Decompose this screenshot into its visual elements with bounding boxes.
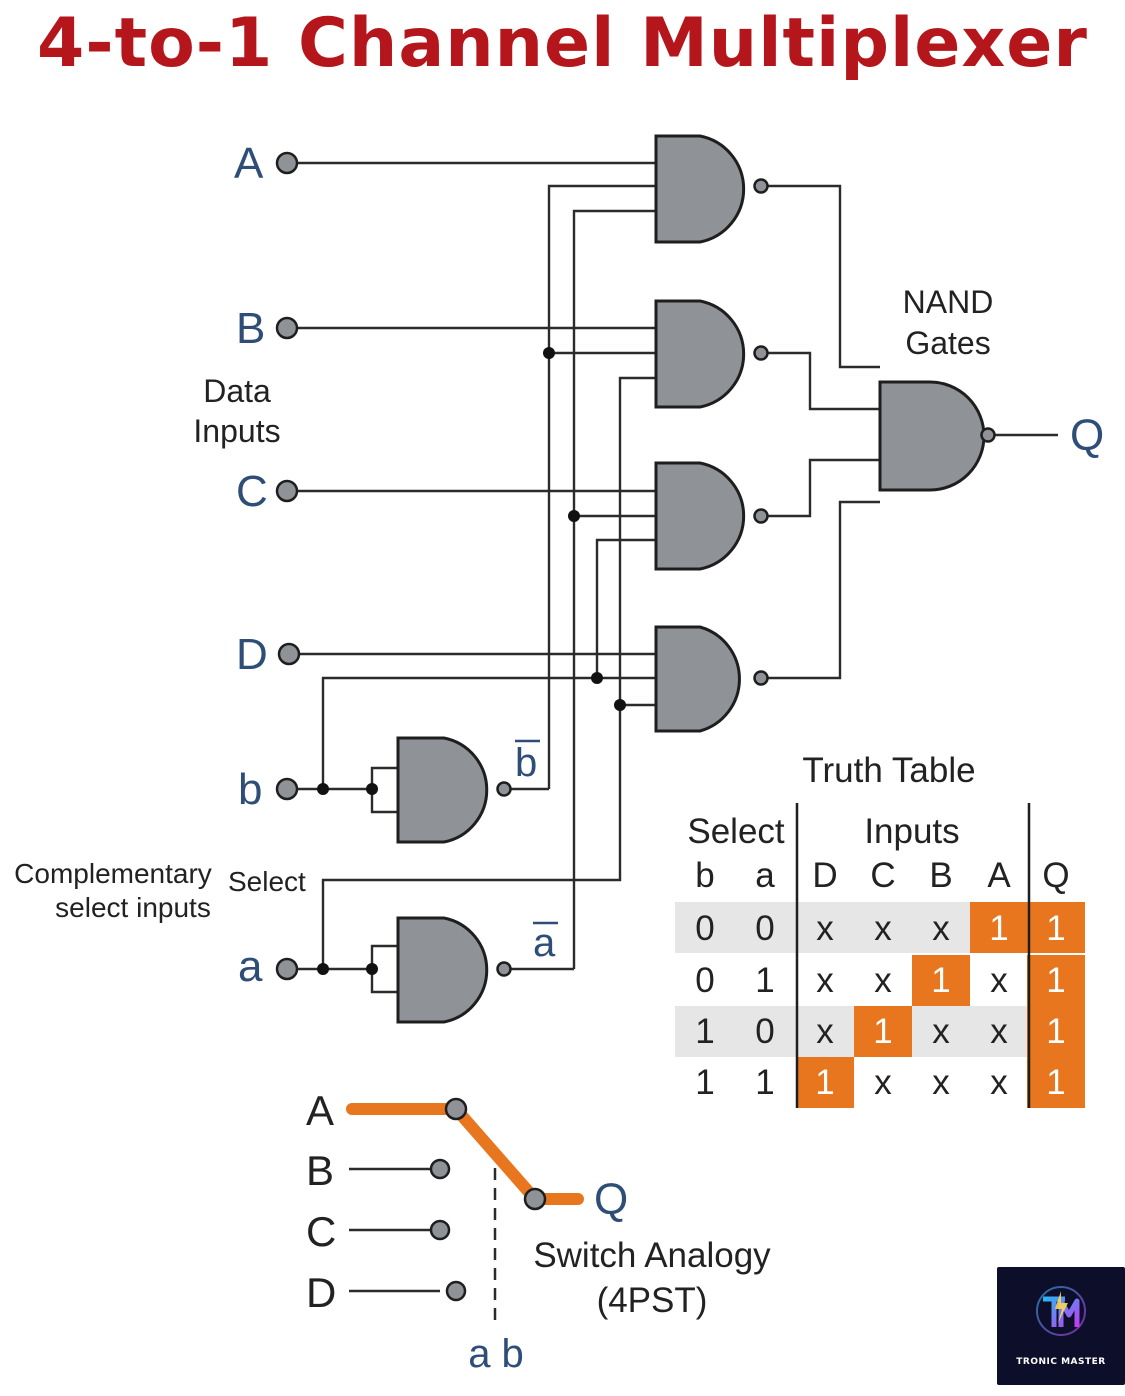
terminal-C xyxy=(275,479,299,503)
table-cell: 1 xyxy=(931,961,950,1000)
table-cell: x xyxy=(990,1012,1008,1051)
select-label: Select xyxy=(228,866,306,897)
table-cell: x xyxy=(816,961,834,1000)
input-label-D: D xyxy=(236,630,268,679)
table-cell-highlight xyxy=(1027,902,1085,953)
table-cell: 1 xyxy=(989,909,1008,948)
svg-text:b: b xyxy=(515,741,537,785)
terminal-b xyxy=(275,777,299,801)
table-cell: x xyxy=(874,1063,892,1102)
table-cell-highlight xyxy=(970,902,1028,953)
table-cell: 1 xyxy=(1046,961,1065,1000)
table-cell: 1 xyxy=(755,961,774,1000)
switch-analogy-label: Switch Analogy xyxy=(533,1236,771,1275)
nand-gate-output xyxy=(878,380,996,492)
table-cell: x xyxy=(874,909,892,948)
input-label-A: A xyxy=(234,139,264,188)
table-cell-highlight xyxy=(1027,1006,1085,1057)
circuit-wires xyxy=(289,161,1058,994)
table-column-header: a xyxy=(755,856,775,895)
input-label-C: C xyxy=(236,467,268,516)
table-cell: 0 xyxy=(755,1012,774,1051)
table-cell: x xyxy=(932,909,950,948)
table-cell: x xyxy=(816,1012,834,1051)
data-inputs-label: Data xyxy=(203,373,271,409)
table-cell: 0 xyxy=(755,909,774,948)
terminal-D xyxy=(277,642,301,666)
table-cell: x xyxy=(932,1063,950,1102)
switch-active-path xyxy=(346,1103,584,1205)
brand-logo: TRONIC MASTER xyxy=(997,1267,1125,1385)
table-column-header: Q xyxy=(1042,856,1069,895)
input-label-B: B xyxy=(236,304,265,353)
page-title: 4-to-1 Channel Multiplexer xyxy=(37,4,1088,83)
nand-gate-2 xyxy=(654,299,769,409)
switch-output-label: Q xyxy=(594,1175,628,1224)
switch-input-label: D xyxy=(306,1269,336,1316)
terminal-A xyxy=(275,151,299,175)
a-bar-label: a xyxy=(533,921,558,965)
inverter-gate-a xyxy=(396,916,512,1024)
nand-gates-label: Gates xyxy=(905,325,990,361)
input-label-a: a xyxy=(238,942,263,991)
switch-analogy: A B C D Q Switch Analogy (4PST) a b xyxy=(306,1087,771,1376)
truth-table-group-inputs: Inputs xyxy=(864,812,959,851)
complementary-label: Complementary xyxy=(14,858,212,889)
nand-gate-4 xyxy=(654,625,769,733)
table-cell: 1 xyxy=(1046,909,1065,948)
switch-pole xyxy=(523,1187,547,1211)
table-cell-highlight xyxy=(912,955,970,1006)
nand-gate-3 xyxy=(654,461,769,571)
terminal-B xyxy=(275,316,299,340)
table-column-header: D xyxy=(812,856,837,895)
switch-select-label: a b xyxy=(468,1332,524,1376)
table-cell: 0 xyxy=(695,961,714,1000)
table-column-header: B xyxy=(929,856,952,895)
table-column-header: C xyxy=(870,856,895,895)
svg-text:a: a xyxy=(533,921,556,965)
table-column-header: b xyxy=(695,856,714,895)
switch-input-label: C xyxy=(306,1208,336,1255)
nand-gates-label: NAND xyxy=(903,284,994,320)
table-cell: x xyxy=(990,1063,1008,1102)
table-cell: 1 xyxy=(695,1012,714,1051)
table-cell: 0 xyxy=(695,909,714,948)
tronic-master-logo-icon xyxy=(1036,1286,1086,1336)
inverter-gate-b xyxy=(396,736,512,844)
logo-text: TRONIC MASTER xyxy=(1016,1357,1106,1367)
switch-input-label: B xyxy=(306,1147,334,1194)
table-cell-highlight xyxy=(1027,955,1085,1006)
switch-contact xyxy=(444,1097,468,1121)
table-cell-highlight xyxy=(854,1006,912,1057)
truth-table-title: Truth Table xyxy=(802,751,975,790)
table-cell: 1 xyxy=(695,1063,714,1102)
table-cell: x xyxy=(990,961,1008,1000)
output-label-Q: Q xyxy=(1070,411,1104,460)
truth-table-group-select: Select xyxy=(687,812,785,851)
table-cell: 1 xyxy=(873,1012,892,1051)
table-cell: x xyxy=(874,961,892,1000)
complementary-label: select inputs xyxy=(55,892,211,923)
nand-gate-1 xyxy=(654,134,769,244)
table-cell: 1 xyxy=(1046,1063,1065,1102)
table-cell-highlight xyxy=(796,1057,854,1108)
switch-analogy-label: (4PST) xyxy=(597,1281,708,1320)
b-bar-label: b xyxy=(515,739,540,785)
input-label-b: b xyxy=(238,765,262,814)
terminal-a xyxy=(275,957,299,981)
table-cell: 1 xyxy=(1046,1012,1065,1051)
table-cell: 1 xyxy=(815,1063,834,1102)
table-cell: x xyxy=(932,1012,950,1051)
table-cell-highlight xyxy=(1027,1057,1085,1108)
data-inputs-label: Inputs xyxy=(193,413,280,449)
table-cell: 1 xyxy=(755,1063,774,1102)
switch-input-label: A xyxy=(306,1087,334,1134)
table-cell: x xyxy=(816,909,834,948)
table-column-header: A xyxy=(987,856,1011,895)
